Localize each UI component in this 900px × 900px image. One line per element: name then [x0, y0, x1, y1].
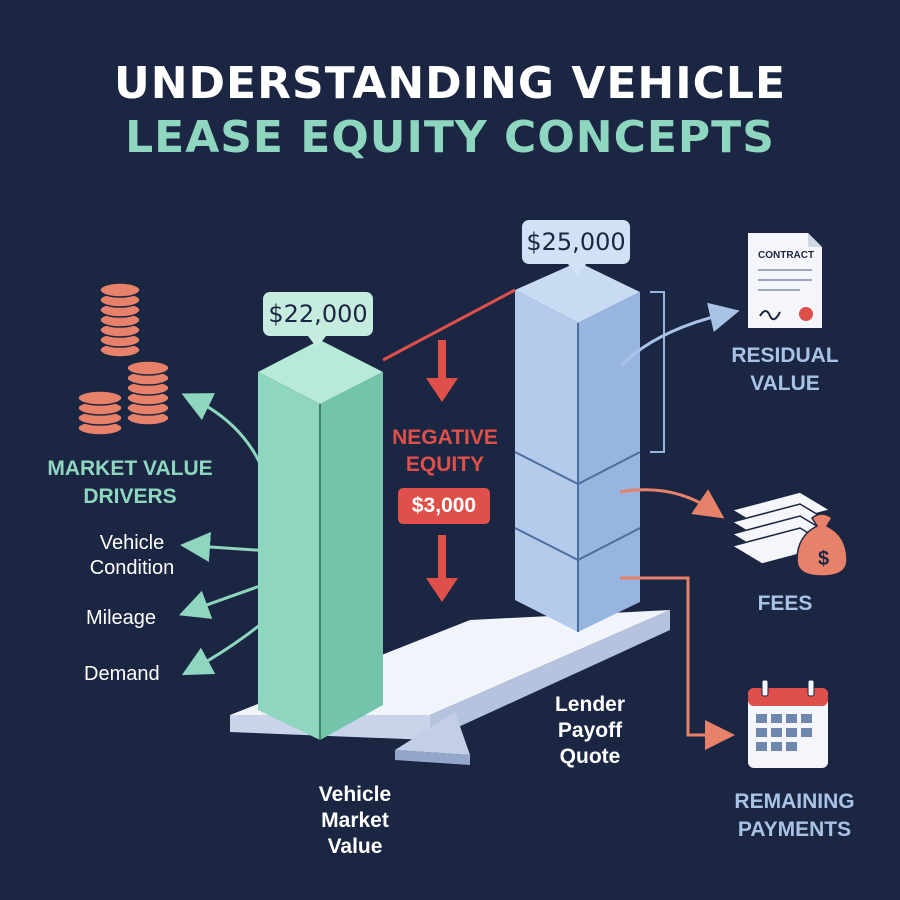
arrow-to-demand: [181, 596, 294, 676]
market-value-price: $22,000: [268, 300, 368, 328]
driver-mileage: Mileage: [86, 607, 157, 629]
fees-label: FEES: [757, 592, 813, 615]
driver-demand: Demand: [84, 663, 160, 685]
arrow-to-condition: [180, 532, 286, 562]
title-line-1: UNDERSTANDING VEHICLE: [113, 58, 787, 109]
driver-vehicle-condition: Vehicle Condition: [89, 532, 175, 579]
title-line-2: LEASE EQUITY CONCEPTS: [125, 112, 775, 163]
arrow-to-residual: [620, 302, 740, 367]
residual-bracket: [650, 291, 665, 453]
equity-amount: $3,000: [411, 494, 477, 517]
paper-stack-icon: [730, 491, 832, 565]
residual-value-label: RESIDUAL VALUE: [731, 344, 839, 395]
payoff-price: $25,000: [526, 228, 626, 256]
contract-icon-text: CONTRACT: [758, 250, 815, 261]
market-value-drivers-title: MARKET VALUE DRIVERS: [47, 457, 213, 508]
arrow-to-mileage: [178, 573, 291, 619]
market-value-label: Vehicle Market Value: [318, 783, 392, 858]
down-arrow-upper: [426, 340, 458, 402]
gap-line: [382, 288, 516, 362]
price-tag-25000-shape: [522, 220, 630, 276]
payoff-quote-label: Lender Payoff Quote: [554, 693, 625, 768]
contract-icon: [748, 233, 822, 328]
negative-equity-label: NEGATIVE EQUITY: [392, 426, 498, 476]
arrow-to-fees: [619, 488, 725, 519]
arrow-to-payments: [620, 576, 735, 750]
payoff-column: [514, 262, 641, 632]
arrow-to-drivers: [181, 393, 272, 496]
money-bag-icon: [796, 513, 848, 577]
money-bag-symbol: $: [818, 548, 830, 570]
market-value-column: [258, 340, 383, 740]
down-arrow-lower: [426, 535, 458, 602]
equity-amount-badge: [398, 488, 490, 524]
coin-stacks-icon: [77, 282, 170, 436]
price-tag-22000-shape: [263, 292, 373, 348]
calendar-icon: [748, 679, 828, 768]
remaining-payments-label: REMAINING PAYMENTS: [734, 790, 855, 841]
